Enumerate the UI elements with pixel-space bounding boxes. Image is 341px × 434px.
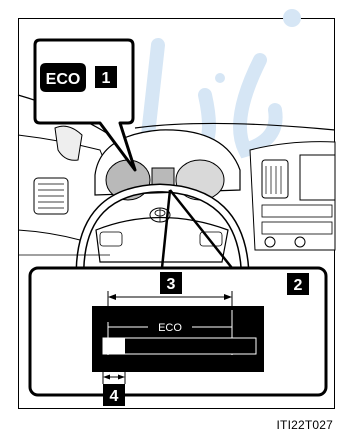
figure-code: ITI22T027 bbox=[277, 418, 334, 432]
number-badge-3-label: 3 bbox=[167, 276, 176, 293]
eco-zone-label: ECO bbox=[158, 322, 182, 334]
number-badge-2-label: 2 bbox=[294, 277, 303, 294]
eco-badge-label: ECO bbox=[46, 71, 81, 88]
number-badge-4-label: 4 bbox=[110, 388, 119, 405]
number-badge-1-label: 1 bbox=[102, 70, 111, 87]
eco-gauge-fill bbox=[103, 338, 125, 354]
eco-gauge-bar bbox=[103, 338, 256, 354]
